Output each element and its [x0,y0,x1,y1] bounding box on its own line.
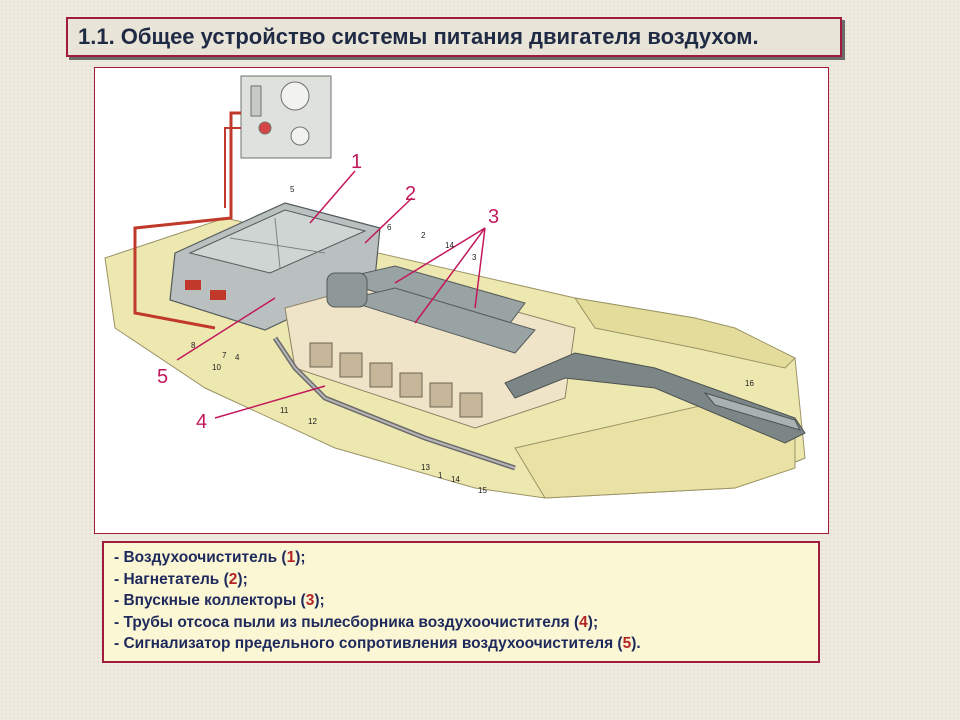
part-label-5: 5 [290,185,295,194]
part-label-13: 13 [421,463,430,472]
legend-item-4: - Трубы отсоса пыли из пылесборника возд… [114,613,599,631]
legend-item-2: - Нагнетатель (2); [114,570,248,588]
callout-3: 3 [488,206,499,228]
gauge-dial-small [290,126,310,146]
part-label-7: 7 [222,351,227,360]
page-title: 1.1. Общее устройство системы питания дв… [78,24,759,49]
callout-4: 4 [196,411,207,433]
part-label-15: 15 [478,486,487,495]
callout-leaders [176,170,486,419]
part-label-14a: 14 [445,241,454,250]
cleaner-port-1 [185,280,201,290]
part-label-12: 12 [308,417,317,426]
callout-2: 2 [405,183,416,205]
part-label-10: 10 [212,363,221,372]
signal-wire-2 [224,127,241,208]
callout-1: 1 [351,151,362,173]
part-label-4: 4 [235,353,240,362]
signal-wire [133,111,241,330]
signal-lamp [258,121,272,135]
part-label-8: 8 [191,341,196,350]
gauge-dial [280,81,310,111]
title-banner: 1.1. Общее устройство системы питания дв… [66,17,842,57]
legend: - Воздухоочиститель (1); - Нагнетатель (… [102,541,820,663]
part-label-16: 16 [745,379,754,388]
hull-wall-right [573,297,796,369]
legend-item-1: - Воздухоочиститель (1); [114,549,306,566]
part-label-3: 3 [472,253,477,262]
engine-illustration: 1 2 3 4 5 5 6 2 14 3 8 7 4 10 11 12 13 1… [104,75,806,499]
intake-manifold-2 [343,287,536,354]
part-label-11: 11 [280,406,289,415]
exhaust-ports [309,342,483,418]
part-label-1: 1 [438,471,443,480]
part-label-14b: 14 [451,475,460,484]
callout-5: 5 [157,366,168,388]
cleaner-port-2 [210,290,226,300]
part-label-6: 6 [387,223,392,232]
legend-item-3: - Впускные коллекторы (3); [114,592,325,609]
part-label-2: 2 [421,231,426,240]
engine-diagram: 1 2 3 4 5 5 6 2 14 3 8 7 4 10 11 12 13 1… [94,67,829,534]
outlet-duct [504,352,806,444]
supercharger [326,272,368,308]
panel-slot [250,85,262,117]
legend-item-5: - Сигнализатор предельного сопротивления… [114,635,641,652]
